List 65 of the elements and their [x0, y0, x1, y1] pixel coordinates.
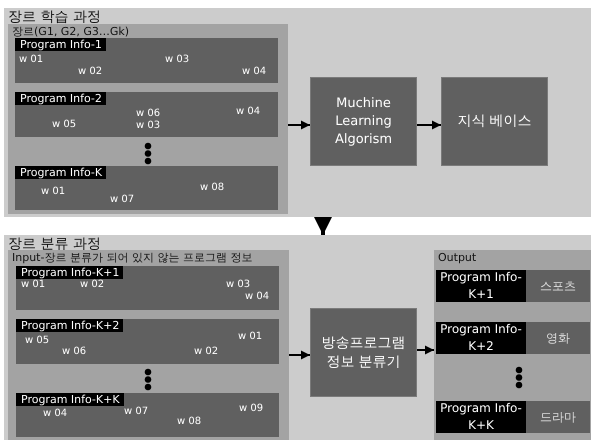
- word-label: w 04: [43, 408, 68, 420]
- word-label: w 06: [62, 346, 86, 358]
- word-label: w 04: [236, 106, 260, 118]
- group-title: Input-장르 분류가 되어 있지 않는 프로그램 정보: [12, 251, 252, 264]
- panel-title: 장르 분류 과정: [8, 236, 101, 252]
- program-info-label: Program Info-2: [15, 92, 106, 105]
- word-label: w 02: [80, 279, 104, 291]
- process-box: [310, 77, 417, 166]
- program-info-label: Program Info- K+2: [439, 321, 523, 355]
- word-label: w 01: [21, 279, 46, 291]
- program-info-box: [15, 166, 278, 210]
- word-label: w 07: [110, 194, 134, 206]
- program-info-label: Program Info- K+1: [439, 269, 523, 303]
- genre-box: [526, 401, 590, 433]
- program-info-label: Program Info-K: [15, 166, 106, 179]
- word-label: w 07: [124, 406, 148, 418]
- process-panel: [4, 235, 591, 440]
- word-label: w 04: [245, 291, 270, 303]
- arrow: [314, 217, 332, 235]
- arrow: [289, 350, 310, 360]
- word-label: w 02: [78, 66, 102, 78]
- program-info-label: Program Info-1: [15, 38, 106, 51]
- process-box: [441, 77, 548, 166]
- group-title: Output: [438, 251, 476, 264]
- word-label: w 03: [136, 120, 160, 132]
- process-box: [310, 308, 417, 397]
- program-info-box: [16, 319, 279, 364]
- program-info-box: [15, 38, 278, 83]
- word-label: w 09: [239, 403, 264, 415]
- program-info-label: Program Info-K+1: [16, 266, 124, 279]
- arrow: [417, 120, 441, 130]
- program-info-box: [16, 393, 279, 437]
- process-label: 방송프로그램 정보 분류기: [320, 334, 406, 372]
- process-label: Muchine Learning Algorism: [334, 94, 394, 148]
- word-label: w 04: [242, 66, 266, 78]
- genre-label: 영화: [546, 330, 570, 346]
- group-title: 장르(G1, G2, G3…Gk): [12, 25, 130, 38]
- genre-box: [526, 322, 590, 354]
- arrow: [288, 120, 310, 130]
- word-label: w 06: [136, 108, 160, 120]
- process-panel: [4, 8, 591, 217]
- program-info-label: Program Info- K+K: [439, 400, 523, 434]
- program-info-box: [15, 92, 278, 137]
- arrow: [417, 346, 434, 354]
- word-label: w 05: [25, 335, 50, 347]
- genre-label: 스포츠: [540, 278, 576, 294]
- panel-title: 장르 학습 과정: [8, 9, 101, 25]
- word-label: w 01: [19, 54, 44, 66]
- genre-label: 드라마: [540, 408, 576, 426]
- group-panel: [434, 250, 591, 440]
- word-label: w 02: [194, 346, 218, 358]
- program-info-label: Program Info-K+2: [16, 319, 124, 332]
- group-panel: [8, 250, 289, 440]
- word-label: w 01: [238, 331, 262, 343]
- word-label: w 03: [226, 279, 250, 291]
- word-label: w 05: [52, 119, 76, 131]
- genre-box: [526, 270, 590, 302]
- word-label: w 03: [165, 54, 190, 66]
- word-label: w 01: [41, 186, 66, 198]
- group-panel: [8, 24, 288, 214]
- program-info-box: [16, 266, 279, 310]
- word-label: w 08: [200, 182, 224, 194]
- program-info-label: Program Info-K+K: [16, 393, 124, 406]
- word-label: w 08: [177, 416, 202, 428]
- process-label: 지식 베이스: [457, 112, 532, 131]
